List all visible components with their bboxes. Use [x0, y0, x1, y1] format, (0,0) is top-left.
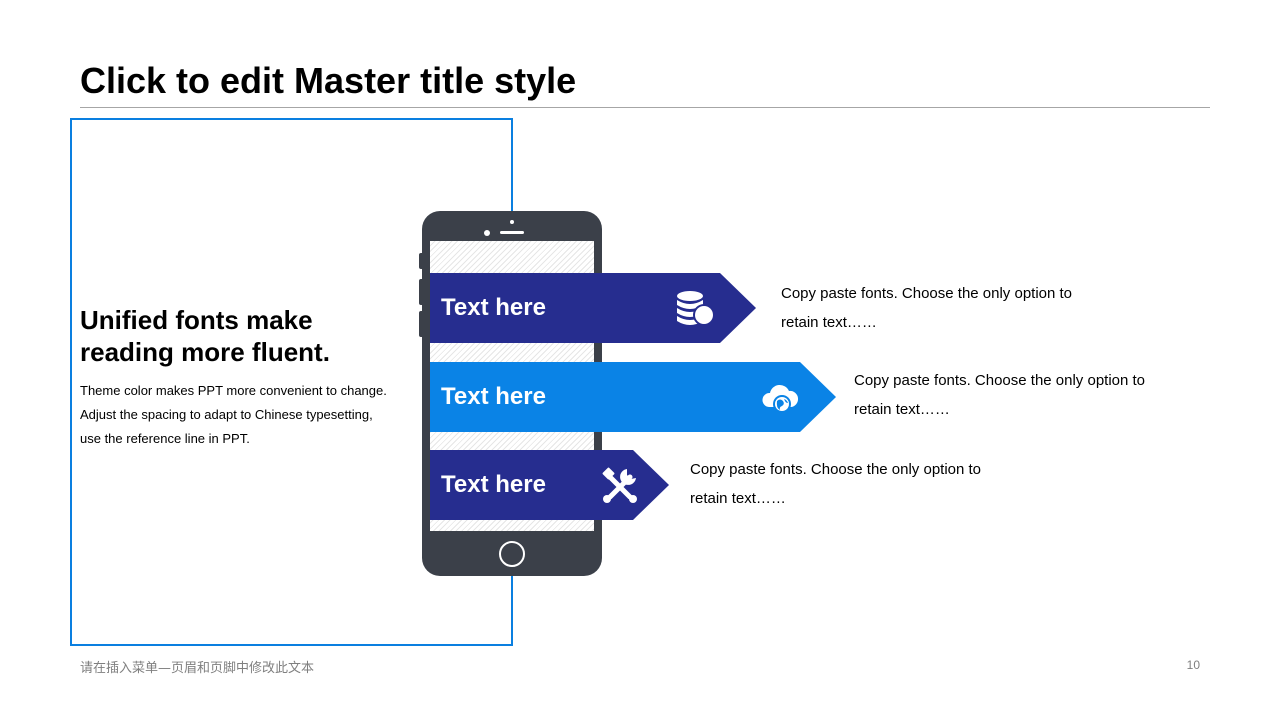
- tag-2-arrow-shape: [430, 362, 836, 432]
- tag-2[interactable]: Text here: [430, 362, 836, 432]
- tag-1-desc-line-2: retain text……: [781, 314, 877, 331]
- slide-title: Click to edit Master title style: [80, 60, 577, 101]
- title-divider: [80, 107, 1210, 108]
- tag-2-label: Text here: [441, 383, 546, 410]
- tag-1-label: Text here: [441, 294, 546, 321]
- footer-note: 请在插入菜单—页眉和页脚中修改此文本: [80, 661, 315, 676]
- headline-line-1: Unified fonts make: [80, 305, 313, 335]
- phone-camera: [510, 220, 514, 224]
- tag-1[interactable]: Text here: [430, 273, 756, 343]
- tag-2-desc-line-1: Copy paste fonts. Choose the only option…: [854, 372, 1146, 389]
- body-line-3: use the reference line in PPT.: [80, 431, 250, 446]
- phone-speaker: [500, 231, 524, 234]
- page-number: 10: [1186, 658, 1200, 672]
- body-line-1: Theme color makes PPT more convenient to…: [80, 383, 387, 398]
- tag-3-desc-line-2: retain text……: [690, 490, 786, 507]
- phone-volume-up: [419, 279, 423, 305]
- phone-volume-down: [419, 311, 423, 337]
- coins-icon: [677, 291, 715, 326]
- tag-1-description: Copy paste fonts. Choose the only option…: [781, 279, 1111, 337]
- phone-side-button: [419, 253, 423, 269]
- tag-3[interactable]: Text here: [430, 450, 669, 520]
- tag-3-arrow-shape: [430, 450, 669, 520]
- tag-3-desc-line-1: Copy paste fonts. Choose the only option…: [690, 461, 982, 478]
- headline-line-2: reading more fluent.: [80, 337, 330, 367]
- phone-home-button: [499, 541, 525, 567]
- tag-2-desc-line-2: retain text……: [854, 401, 950, 418]
- body-text: Theme color makes PPT more convenient to…: [80, 379, 410, 451]
- body-line-2: Adjust the spacing to adapt to Chinese t…: [80, 407, 373, 422]
- headline: Unified fonts make reading more fluent.: [80, 304, 410, 368]
- tag-1-desc-line-1: Copy paste fonts. Choose the only option…: [781, 285, 1073, 302]
- tag-3-description: Copy paste fonts. Choose the only option…: [690, 455, 1020, 513]
- tag-2-description: Copy paste fonts. Choose the only option…: [854, 366, 1184, 424]
- cloud-globe-icon: [762, 384, 799, 413]
- tag-3-label: Text here: [441, 471, 546, 498]
- tag-1-arrow-shape: [430, 273, 756, 343]
- phone-sensor: [484, 230, 490, 236]
- tools-icon: [602, 467, 637, 503]
